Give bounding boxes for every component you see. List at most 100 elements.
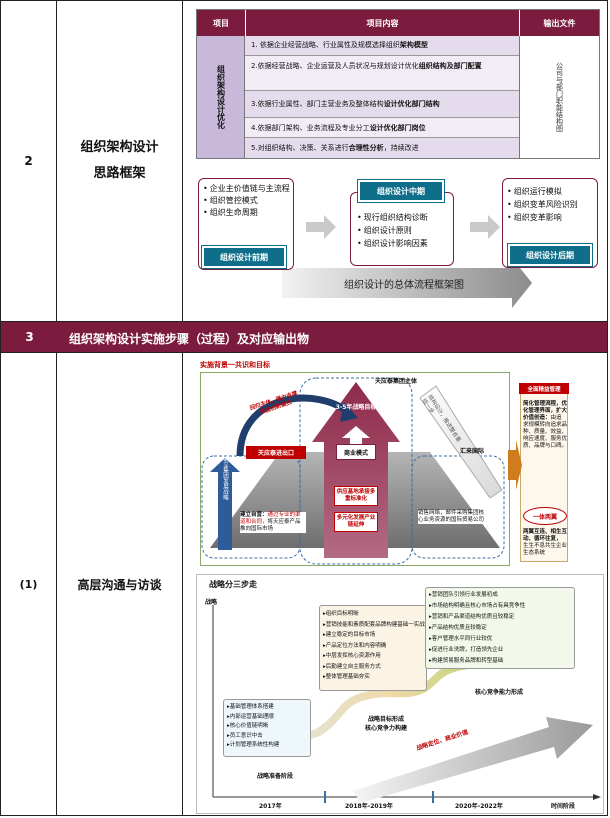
list-item: 现行组织结构诊断: [357, 211, 453, 224]
timeline-label: 2017年: [259, 803, 282, 810]
flow-left-label: 组织设计前期: [201, 245, 287, 269]
left-up-arrow: [210, 458, 240, 550]
row-title-1: 高层沟通与访谈: [56, 352, 183, 816]
stage1-list: ▸基础管理体系搭建 ▸内部运营基础理顺 ▸核心价值链明晰 ▸员工意识中击 ▸计划…: [227, 703, 311, 751]
stage1-label: 战略准备阶段: [257, 773, 294, 780]
row-number-2: 2: [0, 0, 57, 322]
list-item: ▸客户管理水平同行业较优: [429, 636, 493, 642]
row-title-2: 组织架构设计 思路框架: [56, 0, 183, 322]
table-row-text: 4.依据部门架构、业务流程及专业分工: [251, 124, 370, 132]
row-content-1: [182, 352, 608, 816]
list-item: ▸核心价值链明晰: [227, 723, 269, 729]
list-item: ▸员工意识中击: [227, 732, 263, 739]
table-header-item: 项目: [197, 10, 245, 36]
list-item: ▸营销团队引领行业发展初成: [429, 592, 498, 598]
side-footer-bold: 两翼互连、相生互动、循环往复，: [523, 529, 568, 542]
list-item: 组织变革影响: [507, 211, 597, 224]
small-arrow-left: [306, 215, 336, 239]
side-panel-badge: 一体两翼: [523, 507, 567, 525]
table-output-text: 公司与部门职能结构图: [555, 62, 564, 132]
consensus-center-box: 商业模式: [336, 444, 376, 460]
list-item: 组织管控模式: [203, 195, 293, 207]
flow-mid-box: 现行组织结构诊断 组织设计原则 组织设计影响因素: [350, 192, 454, 266]
diagonal-arrow: [419, 385, 503, 499]
small-arrow-right: [470, 215, 500, 239]
house-inner-arrow: [342, 426, 370, 452]
flow-mid-label: 组织设计中期: [357, 179, 445, 203]
table-row-text: 1. 依据企业经营战略、行业属性及规模选择组织: [251, 41, 400, 49]
table-row: 3.依据行业属性、部门主营业务及整体结构设计优化部门结构: [245, 91, 519, 118]
consensus-exit-label: 天应泰进出口: [246, 446, 306, 459]
consensus-center-label: 3-5年战略目标: [335, 404, 377, 411]
table-category-text: 组织架构设计优化: [216, 65, 226, 129]
table-row-bold: 合理性分析: [348, 144, 384, 152]
timeline-label: 2018年-2019年: [345, 803, 393, 810]
table-row-text: 3.依据行业属性、部门主营业务及整体结构: [251, 100, 384, 108]
table-row-bold: 设计优化部门岗位: [369, 124, 426, 132]
side-panel-header: 全面精益管理: [519, 383, 569, 394]
table-header-output: 输出文件: [519, 10, 599, 36]
flow-diagram: 企业主价值链与主流程 组织管控模式 组织生命周期 组织设计前期 现行组织结构诊断…: [194, 170, 600, 308]
table-row: 1. 依据企业经营战略、行业属性及规模选择组织架构模型: [245, 36, 519, 56]
list-item: 企业主价值链与主流程: [203, 183, 293, 195]
strategy-arrow: [353, 717, 593, 803]
row-3-header: 3 组织架构设计实施步骤（过程）及对应输出物: [0, 321, 608, 353]
list-item: 组织设计影响因素: [357, 237, 453, 250]
flow-right-list: 组织运行模拟 组织变革风险识别 组织变革影响: [507, 185, 597, 224]
row-number-3: 3: [25, 330, 34, 344]
timeline-label: 2020年-2022年: [455, 803, 503, 810]
table-output: 公司与部门职能结构图: [519, 36, 599, 158]
list-item: ▸产品定位方法和内容明确: [323, 642, 387, 649]
stage3-box: ▸营销团队引领行业发展初成 ▸市场结构明确且核心市场占有具竞争性 ▸营销和产品渠…: [425, 587, 575, 669]
table-header-content: 项目内容: [245, 10, 519, 36]
table-row-bold: 设计优化部门结构: [383, 100, 440, 108]
side-panel-footer: 两翼互连、相生互动、循环往复，生生不息共生企业生态系统: [523, 529, 567, 557]
stage2-label: 战略目标形成 核心竞争力构建: [351, 715, 421, 733]
list-item: ▸中层发挥核心资源作用: [323, 653, 381, 659]
list-item: ▸内部运营基础理顺: [227, 713, 274, 720]
list-item: ▸市场结构明确且核心市场占有具竞争性: [429, 603, 526, 609]
flow-left-list: 企业主价值链与主流程 组织管控模式 组织生命周期: [203, 183, 293, 219]
consensus-red-box-2: 多元化发展产业链延伸: [334, 512, 378, 532]
consensus-right-note: 销售网络，邮件采购集团核心业务资源的国际贸易公司: [418, 510, 485, 524]
list-item: 组织设计原则: [357, 224, 453, 237]
table-row: 5.对组织结构、决策、关系进行合理性分析，持续改进: [245, 138, 519, 158]
list-item: 组织变革风险识别: [507, 198, 597, 211]
list-item: ▸营销技能和素质配套品牌构建基础一实战: [323, 621, 425, 628]
dashed-frame-right: [411, 455, 505, 559]
left-note-suffix: 将天应泰产品推向国际市场: [240, 519, 301, 532]
side-body-bold: 简化管理流程，优化管理界面，扩大价值创造：: [523, 401, 568, 421]
side-body-text: 由追求规模转向追求品种、质量、效益、响应速度、服务优质、品牌与口碑。: [523, 415, 568, 449]
table-items: 1. 依据企业经营战略、行业属性及规模选择组织架构模型 2.依据经营战略、企业运…: [245, 36, 519, 158]
list-item: ▸促进行业洗牌，打造领先企业: [429, 647, 504, 653]
consensus-top-label: 天应泰集团主体: [374, 378, 417, 385]
consensus-left-note: 建立自营：通过专业的渠道和合同，将天应泰产品推向国际市场: [240, 512, 306, 533]
x-axis-arrow: [593, 794, 601, 800]
table-row: 2.依据经营战略、企业运营及人员状况与规划设计优化组织结构及部门配置: [245, 56, 519, 91]
flow-right-label: 组织设计后期: [507, 243, 593, 267]
project-table: 项目 项目内容 输出文件 组织架构设计优化 公司与部门职能结构图 1. 依据企业…: [196, 9, 600, 159]
row-number-1: (1): [0, 352, 57, 816]
three-steps-title: 战略分三步走: [209, 580, 257, 589]
y-axis-label: 战略: [205, 599, 218, 606]
stage2-label-line2: 核心竞争力构建: [364, 725, 407, 732]
table-row-text: 2.依据经营战略、企业运营及人员状况与规划设计优化: [251, 62, 419, 70]
stage2-label-line1: 战略目标形成: [367, 716, 404, 723]
list-item: ▸计划管理系统性构建: [227, 742, 280, 748]
side-connector-icon: [508, 440, 522, 490]
table-category: 组织架构设计优化: [197, 36, 245, 158]
left-note-red: 通过专业的渠道和合同，: [240, 512, 301, 525]
table-row: 4.依据部门架构、业务流程及专业分工设计优化部门岗位: [245, 118, 519, 138]
table-row-bold: 架构模型: [399, 41, 428, 49]
row-title-2-line2: 思路框架: [93, 166, 146, 181]
side-footer-text: 生生不息共生企业生态系统: [523, 543, 568, 556]
three-steps-diagram: 战略分三步走 战略 ▸基础管理体系搭建 ▸内部运营基础理顺 ▸核心价值链明晰 ▸…: [196, 574, 604, 814]
list-item: ▸组织目标明晰: [323, 611, 359, 617]
table-row-text: 5.对组织结构、决策、关系进行: [251, 144, 349, 152]
flow-arrows: [282, 215, 532, 308]
stage1-box: ▸基础管理体系搭建 ▸内部运营基础理顺 ▸核心价值链明晰 ▸员工意识中击 ▸计划…: [223, 699, 311, 757]
x-axis-label: 时间阶段: [551, 803, 576, 810]
consensus-graphics: [201, 377, 505, 565]
stage2-list: ▸组织目标明晰 ▸营销技能和素质配套品牌构建基础一实战 ▸建立稳定的目标市场 ▸…: [323, 609, 427, 683]
list-item: 组织运行模拟: [507, 185, 597, 198]
